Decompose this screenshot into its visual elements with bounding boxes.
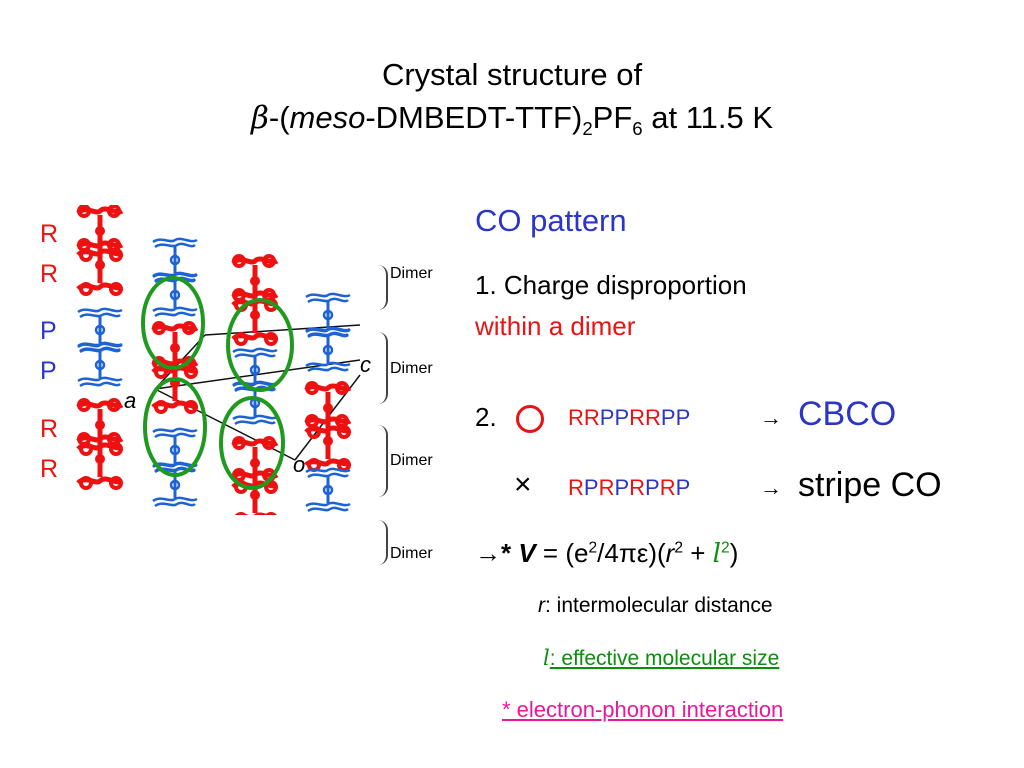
arrow-2: → <box>760 475 782 500</box>
formula-part: = (e <box>535 538 589 568</box>
blue-molecule <box>76 342 124 388</box>
crystal-structure-figure <box>60 205 361 515</box>
dimer-ellipse <box>226 298 294 392</box>
dimer-ellipse <box>141 276 205 370</box>
title-part: -( <box>268 100 290 135</box>
row-label-r1: R <box>40 220 59 248</box>
dimer-brace <box>372 332 388 404</box>
axis-c-label: c <box>360 352 371 377</box>
beta-symbol: β <box>250 100 269 136</box>
seq-part: P <box>614 475 630 500</box>
circle-outline-icon <box>516 405 544 433</box>
title-line-2: β-(meso-DMBEDT-TTF)2PF6 at 11.5 K <box>0 98 1024 149</box>
dimer-label: Dimer <box>390 545 433 562</box>
co-pattern-heading: CO pattern <box>475 203 627 238</box>
dimer-brace <box>372 425 388 497</box>
formula-sup: 2 <box>588 539 598 557</box>
axis-a-label: a <box>124 388 137 413</box>
seq-part: R <box>568 475 584 500</box>
arrow-1: → <box>760 405 782 430</box>
title-subscript: 2 <box>582 118 593 140</box>
item1-line2: within a dimer <box>475 311 636 341</box>
stripe-sequence: RPRPRPRP <box>568 475 690 501</box>
blue-molecule <box>304 327 352 373</box>
cbco-sequence: RRPPRRPP <box>568 405 690 431</box>
stripe-co-result: stripe CO <box>798 466 942 504</box>
dimer-ellipse <box>219 396 285 490</box>
seq-part: P <box>645 475 660 500</box>
blue-molecule <box>304 467 352 513</box>
title-part: -DMBEDT-TTF) <box>365 100 583 135</box>
seq-part: RR <box>629 405 661 430</box>
item2-number: 2. <box>475 402 497 432</box>
formula-sup: 2 <box>721 539 730 557</box>
item1-line1: 1. Charge disproportion <box>475 270 747 300</box>
r-def-text: : intermolecular distance <box>545 594 773 617</box>
dimer-brace <box>372 265 388 310</box>
seq-part: P <box>583 475 599 500</box>
formula-v: V <box>518 538 536 568</box>
cbco-result: CBCO <box>798 395 897 433</box>
seq-part: PP <box>599 405 630 430</box>
footnote-electron-phonon: * electron-phonon interaction <box>502 697 784 722</box>
formula-part: ) <box>729 538 739 568</box>
title-subscript: 6 <box>632 118 643 140</box>
seq-part: RR <box>568 405 600 430</box>
title-meso: meso <box>289 100 366 135</box>
coulomb-formula: →* V = (e2/4πε)(r2 + l2) <box>475 538 738 569</box>
r-var: r <box>538 594 545 617</box>
row-label-r3: R <box>40 415 59 443</box>
title-line-1: Crystal structure of <box>381 57 643 92</box>
seq-part: P <box>675 475 691 500</box>
cross-icon: × <box>514 468 532 501</box>
formula-part: + <box>683 538 713 568</box>
dimer-brace <box>372 520 388 565</box>
formula-r: r <box>665 538 675 568</box>
dimer-label: Dimer <box>390 452 433 469</box>
seq-part: R <box>659 475 676 500</box>
seq-part: R <box>598 475 615 500</box>
formula-sup: 2 <box>674 539 684 557</box>
formula-arrow: →* <box>475 538 512 568</box>
l-definition: l: effective molecular size <box>543 646 779 671</box>
dimer-ellipse <box>143 377 207 477</box>
dimer-label: Dimer <box>390 265 433 282</box>
row-label-p1: P <box>40 317 57 345</box>
formula-part: /4πε)( <box>597 538 666 568</box>
row-label-r2: R <box>40 260 59 288</box>
formula-l: l <box>712 539 721 569</box>
title-part: PF <box>592 100 633 135</box>
l-var: l <box>543 646 550 670</box>
seq-part: R <box>629 475 646 500</box>
dimer-label: Dimer <box>390 360 433 377</box>
seq-part: PP <box>660 405 691 430</box>
title-part: at 11.5 K <box>642 100 774 135</box>
r-definition: r: intermolecular distance <box>538 594 773 618</box>
row-label-p2: P <box>40 357 57 385</box>
origin-o-label: o <box>293 452 306 477</box>
row-label-r4: R <box>40 455 59 483</box>
l-def-text: : effective molecular size <box>549 647 780 670</box>
